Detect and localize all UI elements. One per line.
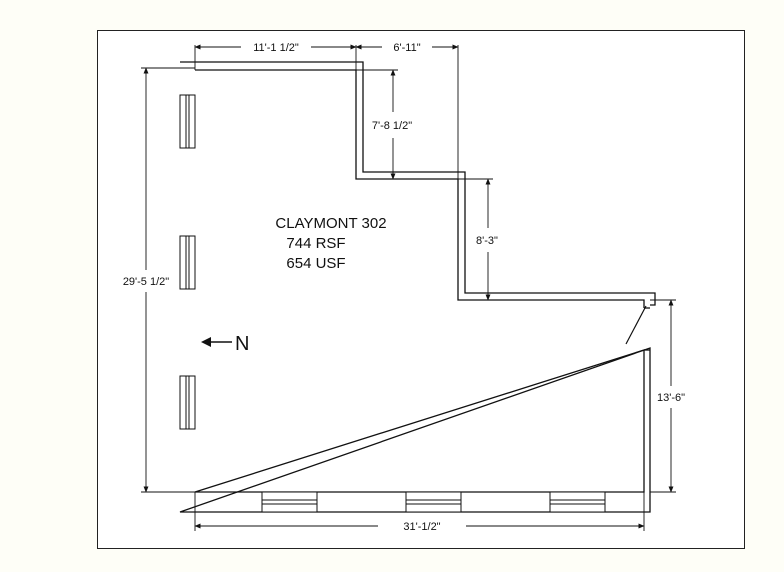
room-rsf: 744 RSF [286, 235, 345, 252]
window [405, 491, 462, 513]
dimension-lines [141, 44, 676, 531]
dim-label-left: 29'-5 1/2" [123, 276, 169, 288]
windows-bottom [261, 491, 606, 513]
windows-left [179, 94, 196, 430]
dim-label-top-right: 6'-11" [393, 42, 420, 54]
room-name: CLAYMONT 302 [275, 215, 386, 232]
dim-label-top-left: 11'-1 1/2" [253, 42, 299, 54]
window [179, 94, 196, 149]
dim-label-bottom: 31'-1/2" [403, 521, 440, 533]
room-usf: 654 USF [286, 255, 345, 272]
window [179, 235, 196, 290]
walls [179, 61, 656, 513]
window [261, 491, 318, 513]
dim-label-notch: 7'-8 1/2" [372, 120, 412, 132]
door-swing [625, 305, 647, 345]
north-label: N [235, 333, 249, 355]
dim-label-right: 13'-6" [657, 392, 685, 404]
outer-wall [179, 61, 656, 513]
window [179, 375, 196, 430]
drawing-frame [97, 30, 745, 549]
arrow-left-icon [201, 337, 232, 347]
dim-label-step: 8'-3" [476, 235, 498, 247]
window [549, 491, 606, 513]
